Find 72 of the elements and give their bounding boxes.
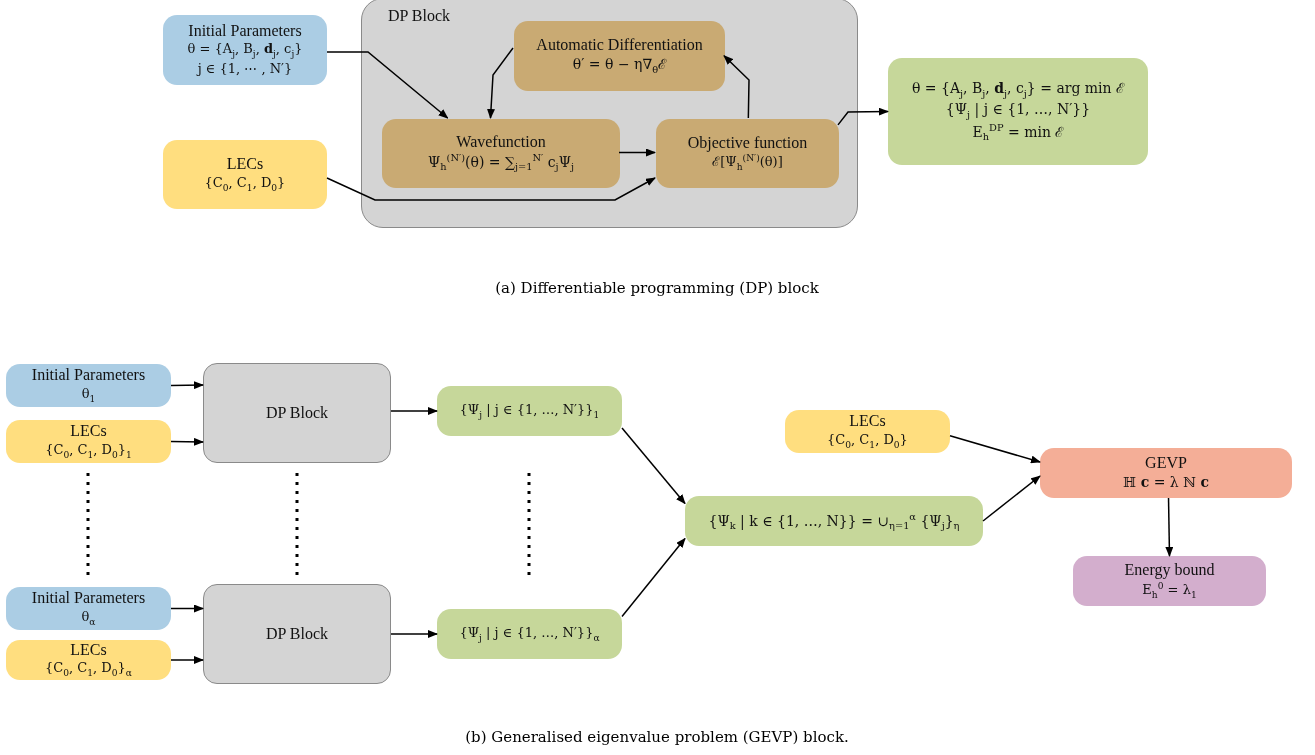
rounded-box [6,640,171,680]
formula: θ = {A$_{j}$, B$_{j}$, d$_{j}$, c$_{j}$} [187,40,303,61]
arrow [949,435,1041,464]
rounded-box [163,15,327,85]
arrow [390,630,438,638]
formula: {Ψ$_{j}$ | j ∈ {1, …, N′}}$_{1}$ [459,401,600,421]
formula: {C$_{0}$, C$_{1}$, D$_{0}$} [827,430,908,451]
formula: E$_{h}$$^{0}$ = λ$_{1}$ [1142,579,1197,601]
arrow [1165,497,1174,557]
rounded-box [437,609,622,659]
formula: j ∈ {1, ⋯ , N′} [197,60,293,78]
box-title: LECs [70,640,107,660]
box-title: Automatic Differentiation [536,36,703,55]
rounded-box [203,363,391,463]
box-title: LECs [70,422,107,441]
arrow [390,407,438,415]
arrow [982,475,1041,522]
arrow [618,148,656,157]
arrow [837,107,889,126]
box-title: Initial Parameters [188,22,302,41]
rounded-box [514,21,725,91]
arrow [723,54,750,119]
formula: θ′ = θ − η∇$_{θ}$ℰ [572,54,667,76]
rounded-box [437,386,622,436]
formula: {C$_{0}$, C$_{1}$, D$_{0}$}$_{α}$ [45,659,132,680]
rounded-box [6,364,171,407]
rounded-box [6,420,171,463]
formula: θ = {A$_{j}$, B$_{j}$, d$_{j}$, c$_{j}$} = arg min ℰ [911,79,1125,101]
box-title: GEVP [1145,454,1187,473]
formula: {Ψ$_{k}$ | k ∈ {1, …, N}} = ∪$_{η=1}$$^{α}$ {Ψ$_{j}$}$_{η}$ [708,509,960,533]
arrow [621,427,686,505]
formula: {Ψ$_{j}$ | j ∈ {1, …, N′}} [945,100,1091,122]
formula: {Ψ$_{j}$ | j ∈ {1, …, N′}}$_{α}$ [459,624,600,644]
arrow [170,381,204,390]
arrow [170,604,204,613]
box-title: Objective function [687,133,808,153]
rounded-box [1073,556,1266,606]
rounded-box [656,119,839,188]
figure-caption: (a) Differentiable programming (DP) block [495,279,819,297]
formula: E$_{h}$$^{DP}$ = min ℰ [972,121,1064,144]
block-container [361,0,858,228]
box-title: LECs [226,155,264,174]
block-title: DP Block [388,7,451,26]
rounded-box [785,410,950,453]
figure-caption: (b) Generalised eigenvalue problem (GEVP) block. [465,728,849,746]
box-title: Initial Parameters [31,366,146,385]
box-title: LECs [849,412,886,431]
box-title: DP Block [265,403,329,423]
formula: {C$_{0}$, C$_{1}$, D$_{0}$} [204,173,286,194]
rounded-box [6,587,171,630]
arrow [170,656,204,664]
formula: θ$_{1}$ [81,384,96,405]
arrow [326,51,449,119]
formula: ℰ[Ψ$_{h}$$^{(N′)}$(θ)] [712,152,783,174]
formula: Ψ$_{h}$$^{(N′)}$(θ) = ∑$_{j=1}$$^{N′}$ c$_{j}$Ψ$_{j}$ [428,151,574,175]
rounded-box [203,584,391,684]
rounded-box [685,496,983,546]
box-title: DP Block [265,624,329,644]
arrow [170,437,204,446]
box-title: Energy bound [1124,561,1215,580]
box-title: Initial Parameters [31,589,146,608]
formula: {C$_{0}$, C$_{1}$, D$_{0}$}$_{1}$ [45,440,132,461]
rounded-box [382,119,620,188]
rounded-box [163,140,327,209]
arrow [487,47,514,119]
formula: θ$_{α}$ [81,607,96,628]
rounded-box [888,58,1148,165]
box-title: Wavefunction [456,132,546,152]
arrow [621,537,686,618]
formula: ℍ c = λ ℕ c [1123,472,1209,492]
arrow [326,177,656,201]
rounded-box [1040,448,1292,498]
